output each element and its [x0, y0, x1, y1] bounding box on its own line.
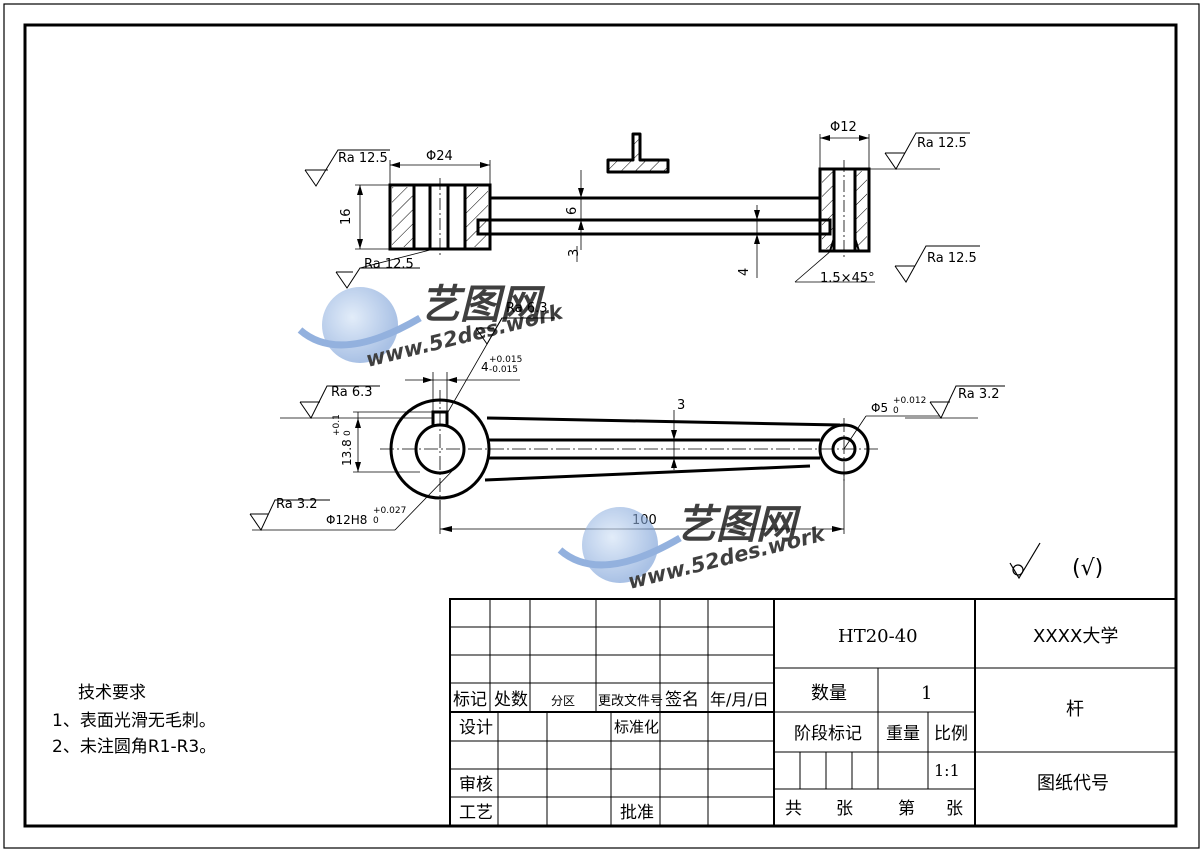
tb-standard: 标准化 — [614, 718, 659, 736]
ra-top-left: Ra 12.5 — [338, 151, 388, 166]
title-block-text: 标记 处数 分区 更改文件号 签名 年/月/日 设计 标准化 审核 工艺 批准 … — [453, 626, 1118, 823]
ra-top-right-bottom: Ra 12.5 — [927, 251, 977, 266]
ra-top-right: Ra 12.5 — [917, 136, 967, 151]
dim-4: 4 — [737, 268, 752, 276]
watermark-brand-2: 艺图网 — [676, 502, 802, 548]
tb-page-unit: 张 — [946, 799, 963, 819]
notes-title: 技术要求 — [78, 683, 146, 703]
ra-bore: Ra 3.2 — [276, 497, 318, 512]
tb-total: 共 — [785, 799, 802, 819]
tb-approve: 批准 — [620, 803, 654, 823]
tb-qty-value: 1 — [921, 683, 932, 704]
title-block — [449, 598, 1177, 827]
dim-16: 16 — [339, 208, 354, 225]
dim-dia12: Φ12 — [830, 120, 857, 135]
arm-web — [488, 196, 822, 222]
tb-scale-value: 1:1 — [934, 761, 960, 780]
small-bore-tol-lower: 0 — [893, 406, 899, 416]
tb-stage: 阶段标记 — [794, 724, 862, 744]
watermark-logo-2: 艺图网 www.52des.work — [557, 502, 829, 594]
small-bore-tol-upper: +0.012 — [893, 396, 926, 406]
tb-scale-label: 比例 — [934, 724, 968, 744]
dim-13-8-tol-lower: 0 — [343, 430, 353, 436]
tb-zone: 分区 — [551, 694, 575, 708]
dim-13-8-tol-upper: +0.1 — [332, 414, 342, 436]
right-hub-outline — [818, 167, 871, 253]
dim-small-bore: Φ5 — [871, 401, 888, 415]
tb-date: 年/月/日 — [710, 690, 769, 709]
watermark-logo: 艺图网 www.52des.work — [297, 282, 567, 372]
tb-design: 设计 — [459, 718, 493, 738]
keyway-tol-upper: +0.015 — [489, 355, 522, 365]
tb-material: HT20-40 — [838, 626, 918, 647]
tb-count: 处数 — [494, 690, 528, 710]
tb-sign: 签名 — [665, 690, 699, 710]
tb-part-name: 杆 — [1066, 699, 1084, 720]
bore-tol-upper: +0.027 — [373, 506, 406, 516]
dim-3: 3 — [567, 249, 582, 257]
ra-keyway: Ra 6.3 — [506, 301, 548, 316]
keyway-tol-lower: -0.015 — [489, 365, 518, 375]
tb-review: 审核 — [459, 775, 493, 795]
tb-drawing-code: 图纸代号 — [1037, 773, 1109, 794]
dim-13-8: 13.8 — [340, 439, 354, 466]
tb-school: XXXX大学 — [1033, 626, 1118, 647]
top-view: Φ24 16 6 3 4 Φ12 1.5×45° Ra 12.5 Ra — [304, 120, 980, 289]
dim-arm-3: 3 — [677, 398, 685, 413]
ra-small: Ra 3.2 — [958, 387, 1000, 402]
roughness-general-symbol — [1009, 542, 1041, 580]
watermark-brand: 艺图网 — [420, 282, 546, 328]
tb-craft: 工艺 — [459, 803, 493, 823]
note-1: 1、表面光滑无毛刺。 — [52, 711, 216, 731]
ra-top-left-bottom: Ra 12.5 — [364, 257, 414, 272]
outer-border — [3, 3, 1200, 849]
ra-front-left: Ra 6.3 — [331, 385, 373, 400]
dim-bore: Φ12H8 — [326, 513, 367, 527]
tb-sheet-unit: 张 — [836, 799, 853, 819]
tb-mark: 标记 — [453, 690, 487, 710]
dim-keyway: 4 — [481, 360, 489, 374]
dim-dia24: Φ24 — [426, 149, 453, 164]
tb-page: 第 — [898, 799, 915, 819]
tb-doc: 更改文件号 — [598, 694, 663, 709]
tb-weight: 重量 — [886, 724, 920, 744]
note-2: 2、未注圆角R1-R3。 — [52, 737, 216, 757]
dim-chamfer: 1.5×45° — [820, 271, 875, 286]
roughness-other-note: (√) — [1072, 556, 1103, 581]
bore-tol-lower: 0 — [373, 516, 379, 526]
dim-6: 6 — [565, 207, 580, 215]
removed-section — [606, 132, 670, 174]
tb-qty-label: 数量 — [811, 683, 847, 704]
arm-rib — [476, 218, 832, 236]
